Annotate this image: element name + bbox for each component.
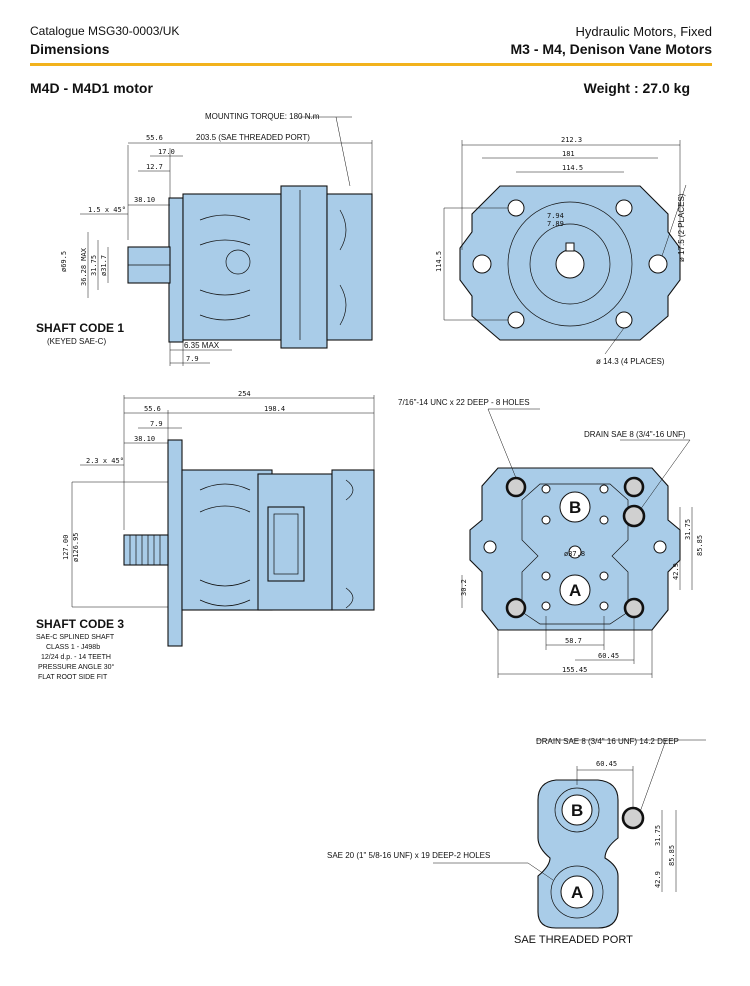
product-models: M3 - M4, Denison Vane Motors [510,41,712,57]
section-title: Dimensions [30,41,110,57]
product-line: Hydraulic Motors, Fixed [575,24,712,39]
dim-114-5-w: 114.5 [562,164,583,172]
mount-flange [168,197,184,343]
shaft-3-line-5: FLAT ROOT SIDE FIT [38,674,108,681]
dim-114-5-h: 114.5 [435,251,443,272]
shaft-3-line-2: CLASS 1 - J498b [46,644,100,651]
dim-31-75-b: 31.75 [654,825,662,846]
dim-center: ø37.8 [564,550,585,558]
port-b-label: B [569,498,581,517]
name-plate [267,506,305,582]
shaft-3-line-1: SAE-C SPLINED SHAFT [36,634,115,641]
sae-holes-label: SAE 20 (1" 5/8-16 UNF) x 19 DEEP-2 HOLES [327,851,490,860]
thread-hole-1 [505,476,527,498]
mounting-hole-bl [507,311,525,329]
motor-body-rear [326,193,373,341]
dim-155-45: 155.45 [562,666,587,674]
dia-key: 36.28 MAX [80,247,88,286]
key-width-2: 7.89 [547,220,564,228]
dim-58-7: 58.7 [565,637,582,645]
dim-12-7: 12.7 [146,163,163,171]
threads-label: 7/16"-14 UNC x 22 DEEP - 8 HOLES [398,398,530,407]
rear-view-ports: 7/16"-14 UNC x 22 DEEP - 8 HOLES DRAIN S… [398,398,704,678]
shaft-code-1-subtitle: (KEYED SAE-C) [47,337,106,346]
shaft-3-line-3: 12/24 d.p. - 14 TEETH [41,654,111,661]
dim-17-0: 17.0 [158,148,175,156]
port-a-label-2: A [571,883,583,902]
mounting-hole-left [472,254,492,274]
thread-hole-2 [623,476,645,498]
dim-55-6-b: 55.6 [144,405,161,413]
dim-38-10: 38.10 [134,196,155,204]
dim-254: 254 [238,390,251,398]
dim-55-6: 55.6 [146,134,163,142]
motor-body-front-3 [181,469,273,611]
dim-38-10-b: 38.10 [134,435,155,443]
dia-ext: ø69.5 [60,251,68,272]
sae-port-dimension: 203.5 (SAE THREADED PORT) [196,133,310,142]
port-a-label: A [569,581,581,600]
key-width-1: 7.94 [547,212,564,220]
shaft-3-line-4: PRESSURE ANGLE 30° [38,663,115,671]
sae-threaded-port-view: DRAIN SAE 8 (3/4" 16 UNF) 14.2 DEEP 60.4… [327,737,706,946]
holes-top-label: ø 17.5 (2 PLACES) [677,193,686,262]
port-b-circle [559,491,591,523]
side-view-shaft-1: MOUNTING TORQUE: 180 N.m 203.5 (SAE THRE… [36,112,373,366]
dim-7-9-b: 7.9 [150,420,163,428]
mount-flange-3 [167,439,183,647]
dim-42-9-b: 42.9 [654,871,662,888]
drain-label-2: DRAIN SAE 8 (3/4" 16 UNF) 14.2 DEEP [536,737,679,746]
dia-127: 127.00 [62,535,70,560]
mounting-hole-tr [615,199,633,217]
dim-42-9: 42.9 [672,563,680,580]
dim-6-35-max: 6.35 MAX [184,341,220,350]
dim-198-4: 198.4 [264,405,285,413]
mounting-hole-br [615,311,633,329]
shaft-code-1-title: SHAFT CODE 1 [36,321,124,335]
thread-hole-4 [623,597,645,619]
dia-31: 31.75 [90,255,98,276]
sae-port-caption: SAE THREADED PORT [514,934,633,946]
holes-bottom-label: ø 14.3 (4 PLACES) [596,357,665,366]
dim-30-2: 30.2 [460,579,468,596]
port-b-label-2: B [571,801,583,820]
dim-60-45: 60.45 [598,652,619,660]
dim-60-45-b: 60.45 [596,760,617,768]
mounting-hole-tl [507,199,525,217]
dim-181: 181 [562,150,575,158]
dim-7-9: 7.9 [186,355,199,363]
mounting-torque-label: MOUNTING TORQUE: 180 N.m [205,112,320,121]
catalogue-number: Catalogue MSG30-0003/UK [30,24,180,38]
drain-port [622,504,646,528]
motor-body-rear-3 [331,469,375,611]
side-view-shaft-3: 254 198.4 55.6 7.9 38.10 2.3 x 45° 127.0… [36,390,375,681]
front-view-flange: 212.3 181 114.5 114.5 7.94 7.89 ø 17.5 (… [435,136,687,366]
shaft-code-3-title: SHAFT CODE 3 [36,617,124,631]
thread-hole-3 [505,597,527,619]
splined-shaft [123,534,169,566]
motor-weight: Weight : 27.0 kg [583,80,690,96]
port-a-circle [559,574,591,606]
drain-label: DRAIN SAE 8 (3/4"-16 UNF) [584,430,686,439]
dim-212-3: 212.3 [561,136,582,144]
motor-title: M4D - M4D1 motor [30,80,153,96]
header-rule [30,63,712,66]
chamfer-label-3: 2.3 x 45° [86,457,124,465]
motor-body-center [280,185,328,349]
motor-body-front [182,193,282,341]
mounting-hole-right [648,254,668,274]
dim-31-75: 31.75 [684,519,692,540]
dia-shaft: ø31.7 [100,255,108,276]
dim-85-85-b: 85.85 [668,845,676,866]
chamfer-label: 1.5 x 45° [88,206,126,214]
dia-126-95: ø126.95 [72,532,80,562]
drain-port-2 [621,806,645,830]
dim-85-85: 85.85 [696,535,704,556]
